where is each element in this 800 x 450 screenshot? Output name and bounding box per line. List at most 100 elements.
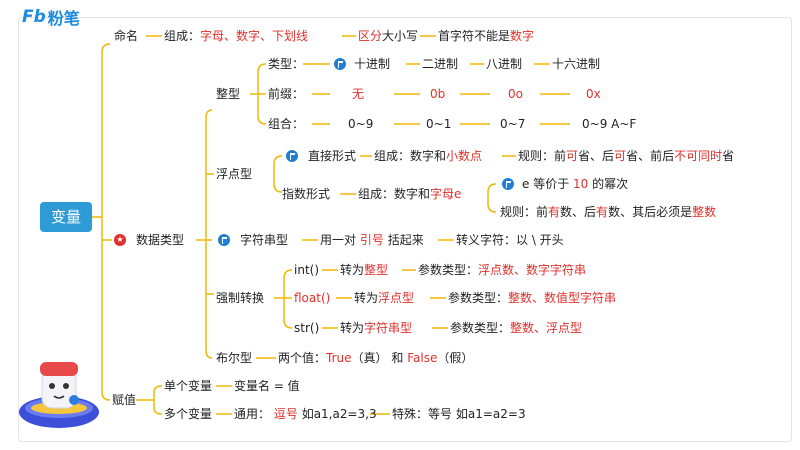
flag-icon bbox=[334, 58, 346, 70]
float-exponent-rule: 规则：前有数、后有数、其后必须是整数 bbox=[500, 204, 716, 220]
bool-true: True bbox=[326, 351, 352, 365]
string-quotes: 引号 bbox=[359, 233, 384, 247]
float-e-equiv-label: e 等价于 bbox=[522, 177, 570, 191]
naming-node: 命名 bbox=[114, 29, 139, 43]
float-exp-has2: 有 bbox=[596, 205, 609, 219]
prefix-octal: 0o bbox=[508, 87, 523, 101]
float-direct-rule-label: 规则：前 bbox=[518, 149, 567, 163]
float-exp-num-back: 数、后 bbox=[560, 205, 597, 219]
cast-float-to: 转为浮点型 bbox=[354, 290, 414, 306]
cast-node: 强制转换 bbox=[216, 291, 265, 305]
float-direct-rule: 规则：前可省、后可省、前后不可同时省 bbox=[518, 148, 734, 164]
string-wrap-label: 用一对 bbox=[320, 233, 357, 247]
cast-float-param-values: 整数、数值型字符串 bbox=[508, 291, 617, 305]
naming-case: 区分大小写 bbox=[358, 28, 418, 44]
cast-int-param-values: 浮点数、数字字符串 bbox=[478, 263, 587, 277]
cast-str-to-label: 转为 bbox=[340, 321, 365, 335]
cast-int-params: 参数类型：浮点数、数字字符串 bbox=[418, 262, 586, 278]
flag-icon bbox=[218, 234, 230, 246]
integer-prefix-label: 前缀： bbox=[268, 87, 305, 101]
assign-single-form: 变量名 = 值 bbox=[234, 379, 300, 393]
cast-int-target: 整型 bbox=[364, 263, 389, 277]
bool-false: False bbox=[407, 351, 438, 365]
integer-type-label: 类型： bbox=[268, 57, 305, 71]
float-direct-comp-label: 组成：数字和 bbox=[374, 149, 447, 163]
cast-float-target: 浮点型 bbox=[378, 291, 415, 305]
assign-multi-special: 特殊：等号 如a1=a2=3 bbox=[392, 406, 526, 422]
float-exponent-node: 指数形式 bbox=[282, 187, 331, 201]
integer-type-binary: 二进制 bbox=[422, 57, 459, 71]
bool-false-cn: （假） bbox=[437, 351, 474, 365]
float-exp-integer: 整数 bbox=[692, 205, 717, 219]
assign-general-example: 如a1,a2=3,3 bbox=[301, 407, 377, 421]
integer-type-decimal: 十进制 bbox=[354, 57, 391, 71]
flag-icon bbox=[286, 150, 298, 162]
prefix-binary: 0b bbox=[430, 87, 446, 101]
cast-int-to-label: 转为 bbox=[340, 263, 365, 277]
cast-int-to: 转为整型 bbox=[340, 262, 388, 278]
assign-equals: 等号 bbox=[428, 407, 453, 421]
float-exp-has1: 有 bbox=[548, 205, 561, 219]
float-direct-omit-end: 省 bbox=[722, 149, 735, 163]
mindmap-card bbox=[18, 17, 792, 442]
float-direct-composition: 组成：数字和小数点 bbox=[374, 148, 482, 164]
naming-composition-label: 组成： bbox=[164, 29, 201, 43]
integer-node: 整型 bbox=[216, 87, 241, 101]
bool-node: 布尔型 bbox=[216, 351, 253, 365]
bool-true-cn: （真） bbox=[351, 351, 388, 365]
cast-int-func: int() bbox=[294, 263, 320, 277]
naming-case-word: 大小写 bbox=[382, 29, 419, 43]
integer-combo-label: 组合： bbox=[268, 117, 305, 131]
cast-str-target: 字符串型 bbox=[364, 321, 413, 335]
bool-values: 两个值：True（真） 和 False（假） bbox=[278, 350, 473, 366]
string-node: 字符串型 bbox=[240, 233, 289, 247]
assign-special-label: 特殊： bbox=[392, 407, 429, 421]
naming-distinguish: 区分 bbox=[358, 29, 383, 43]
cast-str-to: 转为字符串型 bbox=[340, 320, 412, 336]
float-direct-can2: 可 bbox=[614, 149, 627, 163]
float-direct-not-both: 不可同时 bbox=[674, 149, 723, 163]
naming-composition: 组成：字母、数字、下划线 bbox=[164, 28, 308, 44]
cast-str-func: str() bbox=[294, 321, 320, 335]
assign-node: 赋值 bbox=[112, 393, 137, 407]
naming-digit: 数字 bbox=[510, 29, 535, 43]
assign-comma: 逗号 bbox=[273, 407, 298, 421]
cast-float-to-label: 转为 bbox=[354, 291, 379, 305]
float-node: 浮点型 bbox=[216, 167, 253, 181]
float-direct-omit-back: 省、后 bbox=[578, 149, 615, 163]
brand-logo: Fb 粉笔 bbox=[22, 6, 80, 28]
combo-octal: 0~7 bbox=[500, 117, 526, 131]
assign-general-label: 通用： bbox=[234, 407, 271, 421]
float-direct-can1: 可 bbox=[566, 149, 579, 163]
root-node: 变量 bbox=[40, 202, 92, 232]
cast-str-param-values: 整数、浮点型 bbox=[510, 321, 583, 335]
float-direct-node: 直接形式 bbox=[308, 149, 357, 163]
assign-single-node: 单个变量 bbox=[164, 379, 213, 393]
float-exp-num-must: 数、其后必须是 bbox=[608, 205, 693, 219]
float-exp-comp-label: 组成：数字和 bbox=[358, 187, 431, 201]
float-e-equivalence: e 等价于 10 的幂次 bbox=[522, 176, 628, 192]
naming-first-char-label: 首字符不能是 bbox=[438, 29, 511, 43]
naming-first-char: 首字符不能是数字 bbox=[438, 28, 534, 44]
float-exponent-composition: 组成：数字和字母e bbox=[358, 186, 461, 202]
data-types-node: 数据类型 bbox=[136, 233, 185, 247]
naming-comp-items: 字母、数字、下划线 bbox=[200, 29, 309, 43]
mascot-illustration bbox=[19, 362, 99, 428]
brand-mark: Fb bbox=[22, 7, 46, 27]
combo-binary: 0~1 bbox=[426, 117, 452, 131]
combo-decimal: 0~9 bbox=[348, 117, 374, 131]
bool-and: 和 bbox=[391, 351, 404, 365]
float-letter-e: 字母e bbox=[430, 187, 462, 201]
cast-float-func: float() bbox=[294, 291, 331, 305]
cast-float-param-label: 参数类型： bbox=[448, 291, 509, 305]
float-power: 的幂次 bbox=[592, 177, 629, 191]
string-wrap: 用一对 引号 括起来 bbox=[320, 232, 424, 248]
cast-float-params: 参数类型：整数、数值型字符串 bbox=[448, 290, 616, 306]
integer-type-octal: 八进制 bbox=[486, 57, 523, 71]
prefix-decimal: 无 bbox=[352, 87, 365, 101]
float-exp-rule-label: 规则：前 bbox=[500, 205, 549, 219]
prefix-hex: 0x bbox=[586, 87, 601, 101]
assign-multi-general: 通用： 逗号 如a1,a2=3,3 bbox=[234, 406, 377, 422]
cast-str-param-label: 参数类型： bbox=[450, 321, 511, 335]
